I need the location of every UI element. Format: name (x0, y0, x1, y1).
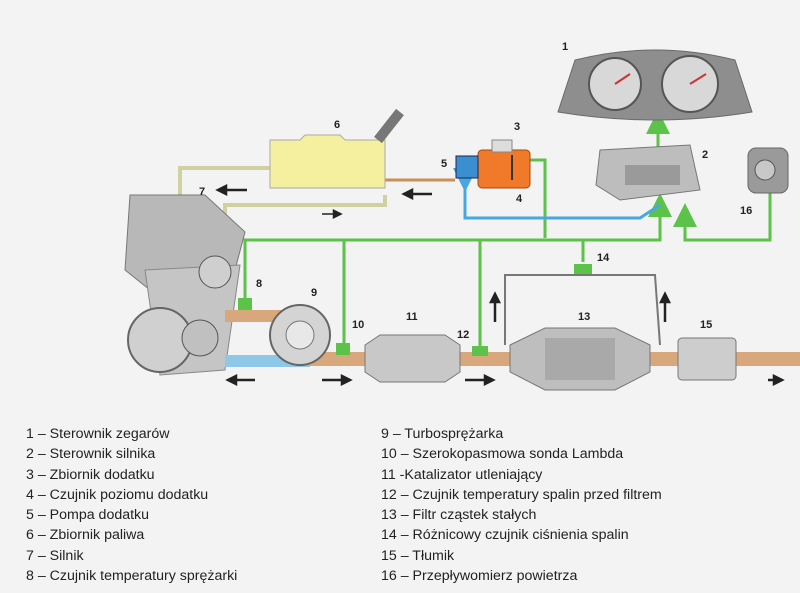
label-8: 8 (256, 278, 262, 290)
engine (124, 194, 246, 376)
pressure-sensor (574, 264, 592, 274)
label-4: 4 (516, 193, 523, 205)
exhaust-system-diagram: 1 2 3 4 5 6 7 8 9 10 11 12 13 14 15 16 (124, 41, 800, 391)
dashboard-cluster (557, 49, 753, 121)
turbocharger (269, 304, 331, 366)
legend-left: 1 – Sterownik zegarów 2 – Sterownik siln… (26, 424, 237, 586)
legend-item: 13 – Filtr cząstek stałych (381, 507, 537, 524)
legend-item: 7 – Silnik (26, 547, 84, 564)
label-16: 16 (740, 205, 752, 217)
legend-item: 1 – Sterownik zegarów (26, 426, 170, 442)
pipes (225, 310, 800, 367)
label-12: 12 (457, 329, 469, 341)
label-11: 11 (406, 311, 418, 323)
label-10: 10 (352, 319, 364, 331)
muffler (677, 337, 737, 381)
legend-item: 2 – Sterownik silnika (26, 446, 156, 463)
legend-right: 9 – Turbosprężarka 10 – Szerokopasmowa s… (381, 424, 662, 586)
airflow-meter (747, 147, 789, 194)
label-2: 2 (702, 149, 708, 161)
legend-item: 16 – Przepływomierz powietrza (381, 568, 578, 585)
lambda-sensor (336, 343, 350, 355)
additive-tank (477, 139, 531, 189)
label-1: 1 (562, 41, 568, 53)
label-13: 13 (578, 311, 590, 323)
legend-item: 6 – Zbiornik paliwa (26, 527, 145, 544)
legend-item: 5 – Pompa dodatku (26, 507, 150, 524)
oxidation-catalyst (364, 334, 461, 383)
legend-item: 8 – Czujnik temperatury sprężarki (26, 568, 238, 585)
label-7: 7 (199, 186, 205, 198)
additive-line (453, 168, 661, 220)
legend-item: 14 – Różnicowy czujnik ciśnienia spalin (381, 527, 629, 544)
additive-pump (455, 155, 479, 179)
fuel-tank (269, 108, 404, 189)
label-5: 5 (441, 158, 447, 170)
label-14: 14 (597, 252, 610, 264)
label-3: 3 (514, 121, 520, 133)
exhaust-temp-sensor (472, 346, 488, 356)
compressor-temp-sensor (238, 298, 252, 310)
label-15: 15 (700, 319, 712, 331)
particulate-filter (509, 327, 651, 391)
label-6: 6 (334, 119, 340, 131)
legend-item: 12 – Czujnik temperatury spalin przed fi… (381, 486, 662, 503)
legend-item: 10 – Szerokopasmowa sonda Lambda (381, 446, 624, 463)
label-9: 9 (311, 287, 317, 299)
legend-item: 15 – Tłumik (381, 547, 455, 564)
legend-item: 9 – Turbosprężarka (381, 426, 504, 442)
legend-item: 3 – Zbiornik dodatku (26, 466, 155, 483)
pressure-hoses (504, 274, 661, 346)
engine-ecu (595, 144, 701, 201)
flow-arrows (215, 183, 785, 387)
legend-item: 11 -Katalizator utleniający (381, 466, 543, 483)
legend-item: 4 – Czujnik poziomu dodatku (26, 486, 209, 503)
